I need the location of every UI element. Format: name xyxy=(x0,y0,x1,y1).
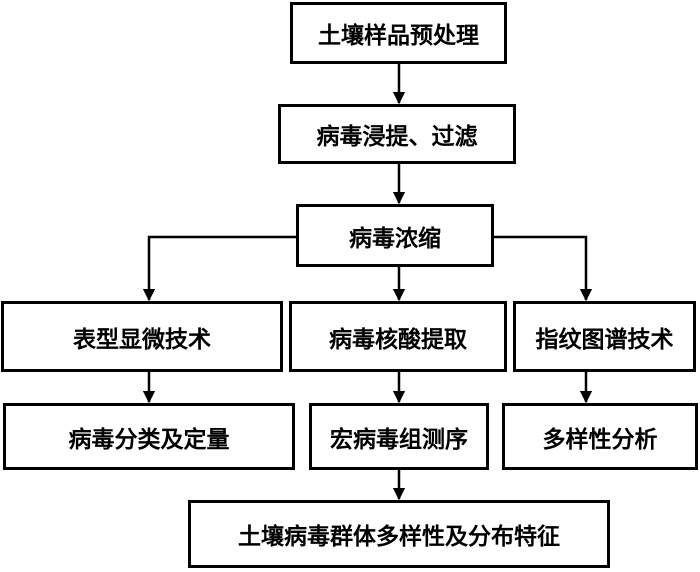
node-diversity-analysis: 多样性分析 xyxy=(502,403,698,470)
node-concentration: 病毒浓缩 xyxy=(296,204,494,267)
node-pretreatment: 土壤样品预处理 xyxy=(290,2,507,64)
node-nucleic-acid: 病毒核酸提取 xyxy=(289,301,507,372)
node-final: 土壤病毒群体多样性及分布特征 xyxy=(188,500,610,568)
node-metagenome: 宏病毒组测序 xyxy=(309,403,489,470)
arrow-concentration-to-microscopy xyxy=(142,235,296,302)
node-fingerprint: 指纹图谱技术 xyxy=(513,301,696,372)
arrow-concentration-to-fingerprint xyxy=(494,235,593,302)
node-microscopy: 表型显微技术 xyxy=(1,301,283,372)
node-extraction: 病毒浸提、过滤 xyxy=(278,104,516,164)
node-classification: 病毒分类及定量 xyxy=(3,403,295,470)
